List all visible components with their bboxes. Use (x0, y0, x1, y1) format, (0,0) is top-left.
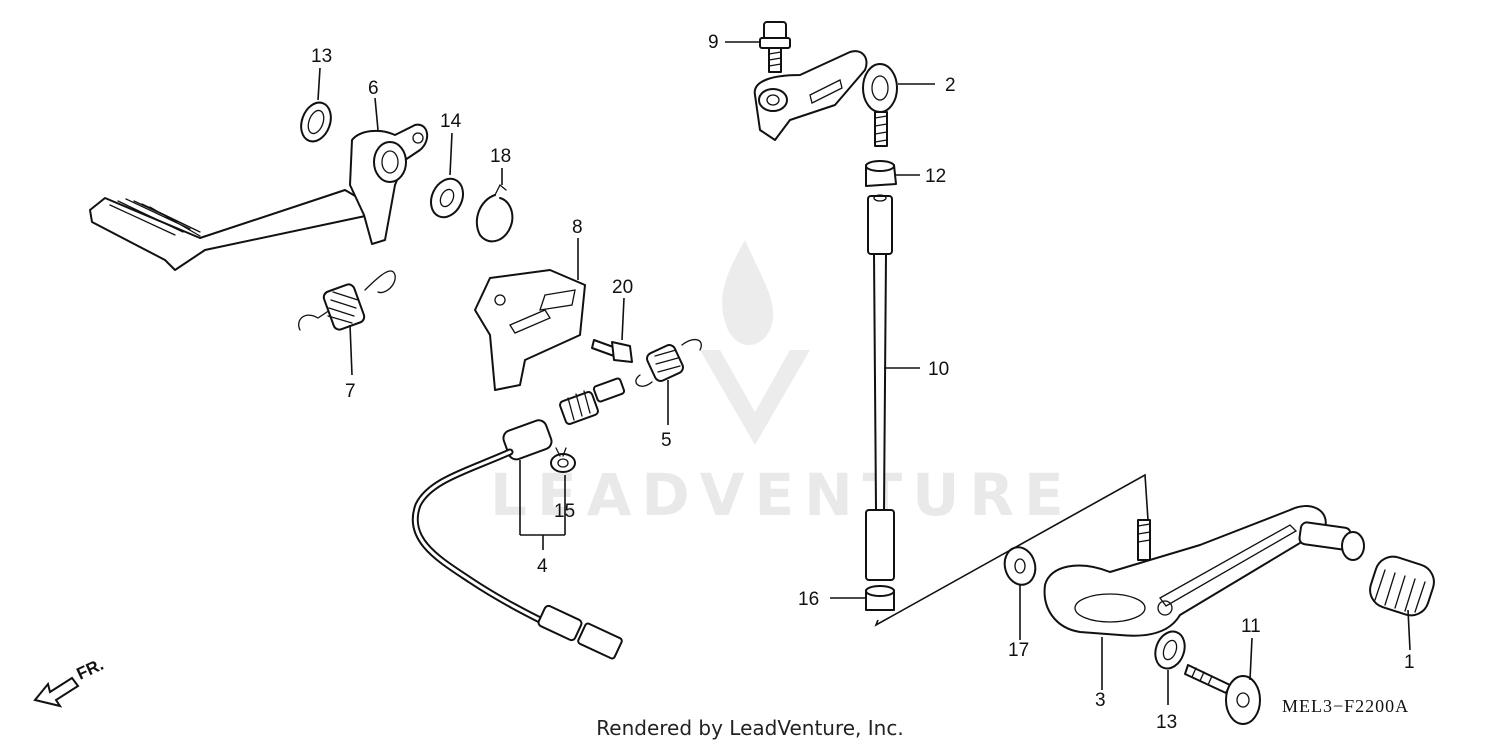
spring-part-7 (298, 270, 396, 331)
washer-part-13-bottom (1154, 630, 1186, 670)
rendered-by-credit: Rendered by LeadVenture, Inc. (596, 716, 904, 740)
bolt-part-20 (591, 339, 633, 363)
nut-part-12 (865, 160, 897, 187)
callout-4: 4 (537, 556, 548, 577)
bolt-part-9 (759, 21, 791, 73)
callout-15: 15 (554, 501, 575, 522)
callout-1: 1 (1404, 652, 1415, 673)
callout-7: 7 (345, 381, 356, 402)
callout-5: 5 (661, 430, 672, 451)
washer-part-13-top (300, 101, 332, 143)
callout-13-bottom: 13 (1156, 712, 1177, 733)
clip-part-15 (550, 447, 576, 473)
callout-14: 14 (440, 111, 462, 132)
bracket-part-8 (474, 269, 586, 391)
callout-17: 17 (1008, 640, 1029, 661)
drawing-code: MEL3−F2200A (1282, 696, 1409, 716)
direction-label: FR. (74, 655, 107, 684)
brake-pedal-part-6 (89, 123, 429, 271)
washer-part-14 (429, 177, 465, 219)
callout-16: 16 (798, 589, 819, 610)
callout-6: 6 (368, 78, 379, 99)
spring-part-5 (635, 338, 702, 387)
callout-12: 12 (925, 166, 946, 187)
callout-9: 9 (708, 32, 719, 53)
callouts: 13 6 14 18 7 8 20 5 15 4 9 2 12 10 16 17… (311, 32, 1415, 733)
shift-pedal-part-3 (1043, 505, 1365, 637)
nut-part-16 (865, 585, 895, 611)
washer-part-17 (1003, 546, 1037, 586)
watermark-text: LEADVENTURE (490, 461, 1074, 529)
callout-11: 11 (1241, 616, 1261, 637)
clip-part-18 (475, 183, 514, 243)
front-direction-arrow: FR. (33, 655, 107, 708)
callout-8: 8 (572, 217, 583, 238)
pivot-bolt-part-11 (1184, 664, 1261, 725)
callout-3: 3 (1095, 690, 1106, 711)
callout-2: 2 (945, 75, 956, 96)
watermark-logo: LEADVENTURE (490, 240, 1074, 529)
brake-switch-part-4 (411, 377, 626, 660)
tie-rod-part-10 (865, 194, 895, 581)
callout-18: 18 (490, 146, 511, 167)
callout-20: 20 (612, 277, 633, 298)
shift-arm-part-2 (753, 50, 898, 147)
callout-10: 10 (928, 359, 949, 380)
callout-13-top: 13 (311, 46, 332, 67)
leader-lines (317, 41, 1411, 705)
pedal-rubber-part-1 (1369, 555, 1435, 617)
